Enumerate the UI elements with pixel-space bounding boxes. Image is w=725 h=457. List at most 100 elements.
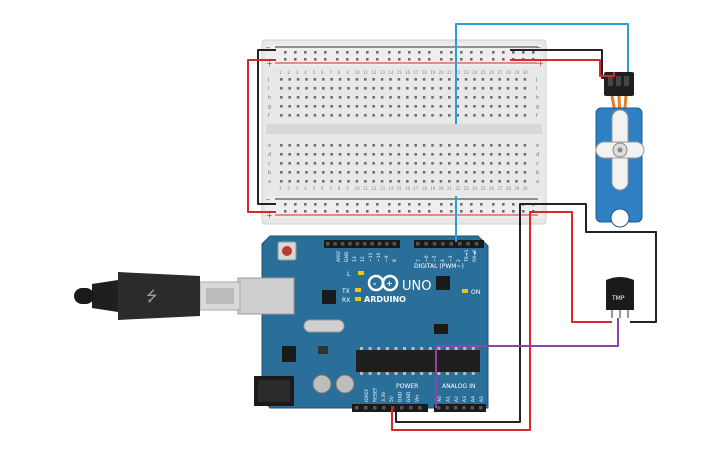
chip-pin xyxy=(454,372,458,375)
column-number: 7 xyxy=(329,186,332,191)
header-pin[interactable] xyxy=(326,242,330,246)
breadboard-hole xyxy=(288,105,291,108)
breadboard-hole xyxy=(456,78,459,81)
header-pin[interactable] xyxy=(363,242,367,246)
header-pin[interactable] xyxy=(355,406,359,410)
breadboard-hole xyxy=(338,114,342,117)
header-pin[interactable] xyxy=(445,406,449,410)
wire-red-servo-vcc[interactable] xyxy=(510,59,615,77)
header-pin[interactable] xyxy=(364,406,368,410)
column-number: 12 xyxy=(371,186,377,191)
breadboard-hole xyxy=(355,153,359,156)
usb-icon: ⭍ xyxy=(146,289,158,305)
header-pin[interactable] xyxy=(441,242,445,246)
breadboard-hole xyxy=(305,114,308,117)
header-pin[interactable] xyxy=(474,242,479,246)
chip-pin xyxy=(368,372,372,375)
wire-purple-analog[interactable] xyxy=(435,318,619,408)
header-pin[interactable] xyxy=(437,406,441,410)
header-pin[interactable] xyxy=(453,406,458,410)
breadboard-hole xyxy=(406,96,409,99)
breadboard-hole xyxy=(498,171,501,174)
rail-hole xyxy=(480,51,483,54)
temperature-sensor[interactable]: TMP xyxy=(606,277,634,318)
header-pin[interactable] xyxy=(470,406,475,410)
breadboard-hole xyxy=(372,105,375,108)
header-pin[interactable] xyxy=(355,242,360,246)
column-number: 24 xyxy=(472,70,478,75)
breadboard-hole xyxy=(523,96,527,99)
breadboard-hole xyxy=(280,171,283,174)
wire-black-left-rail[interactable] xyxy=(257,49,276,205)
breadboard-hole xyxy=(464,87,468,90)
header-pin[interactable] xyxy=(418,406,422,410)
power-pin-label: 3.3V xyxy=(381,391,387,402)
header-pin[interactable] xyxy=(382,406,386,410)
header-pin[interactable] xyxy=(370,242,374,246)
breadboard-hole xyxy=(490,153,493,156)
header-pin[interactable] xyxy=(400,406,404,410)
header-pin[interactable] xyxy=(432,242,437,246)
breadboard-hole xyxy=(506,153,510,156)
breadboard-hole xyxy=(372,96,375,99)
wire-black-servo-gnd[interactable] xyxy=(510,49,606,79)
header-pin[interactable] xyxy=(466,242,470,246)
column-number: 3 xyxy=(296,186,299,191)
breadboard-hole xyxy=(473,114,476,117)
header-pin[interactable] xyxy=(458,242,462,246)
breadboard-hole xyxy=(355,114,359,117)
wire-black-sensor-gnd[interactable] xyxy=(536,203,657,323)
column-number: 27 xyxy=(497,186,503,191)
header-pin[interactable] xyxy=(416,242,420,246)
rail-hole xyxy=(336,203,339,206)
rail-hole xyxy=(388,51,391,54)
chip-pin xyxy=(471,347,475,350)
column-number: 26 xyxy=(489,70,495,75)
icsp-header xyxy=(434,324,448,334)
header-pin[interactable] xyxy=(373,406,377,410)
usb-cable[interactable]: ⭍ xyxy=(74,272,295,320)
breadboard-hole xyxy=(422,180,426,183)
header-pin[interactable] xyxy=(424,242,428,246)
header-pin[interactable] xyxy=(377,242,382,246)
header-pin[interactable] xyxy=(479,406,483,410)
header-pin[interactable] xyxy=(392,242,397,246)
wire-red-sensor-vcc[interactable] xyxy=(536,211,612,323)
wire-blue-signal[interactable] xyxy=(455,23,629,242)
rail-hole xyxy=(450,203,453,206)
rail-hole xyxy=(376,58,379,61)
header-pin[interactable] xyxy=(333,242,337,246)
row-label: d xyxy=(536,152,539,158)
rail-hole xyxy=(294,210,297,213)
capacitor-2 xyxy=(335,374,355,394)
breadboard-hole xyxy=(448,105,451,108)
breadboard-hole xyxy=(448,180,451,183)
header-pin[interactable] xyxy=(340,242,345,246)
wire-red-arduino-5v[interactable] xyxy=(391,211,536,431)
header-pin[interactable] xyxy=(462,406,466,410)
breadboard-hole xyxy=(406,171,409,174)
breadboard-hole xyxy=(431,171,434,174)
rail-hole xyxy=(398,58,401,61)
reset-button-cap xyxy=(282,246,292,256)
header-pin[interactable] xyxy=(385,242,389,246)
header-pin[interactable] xyxy=(449,242,454,246)
servo-motor[interactable] xyxy=(595,72,645,228)
header-pin[interactable] xyxy=(409,406,413,410)
breadboard-hole xyxy=(498,162,501,165)
wire-black-arduino-gnd[interactable] xyxy=(395,203,536,423)
wire-red-left-rail[interactable] xyxy=(247,59,276,213)
rail-hole xyxy=(440,203,443,206)
chip-pin xyxy=(368,347,372,350)
breadboard-hole xyxy=(322,162,325,165)
arduino-logo: - + xyxy=(367,274,399,292)
header-pin[interactable] xyxy=(391,406,395,410)
breadboard-hole xyxy=(456,171,459,174)
header-pin[interactable] xyxy=(348,242,352,246)
breadboard-hole xyxy=(372,171,375,174)
breadboard-hole xyxy=(355,144,359,147)
